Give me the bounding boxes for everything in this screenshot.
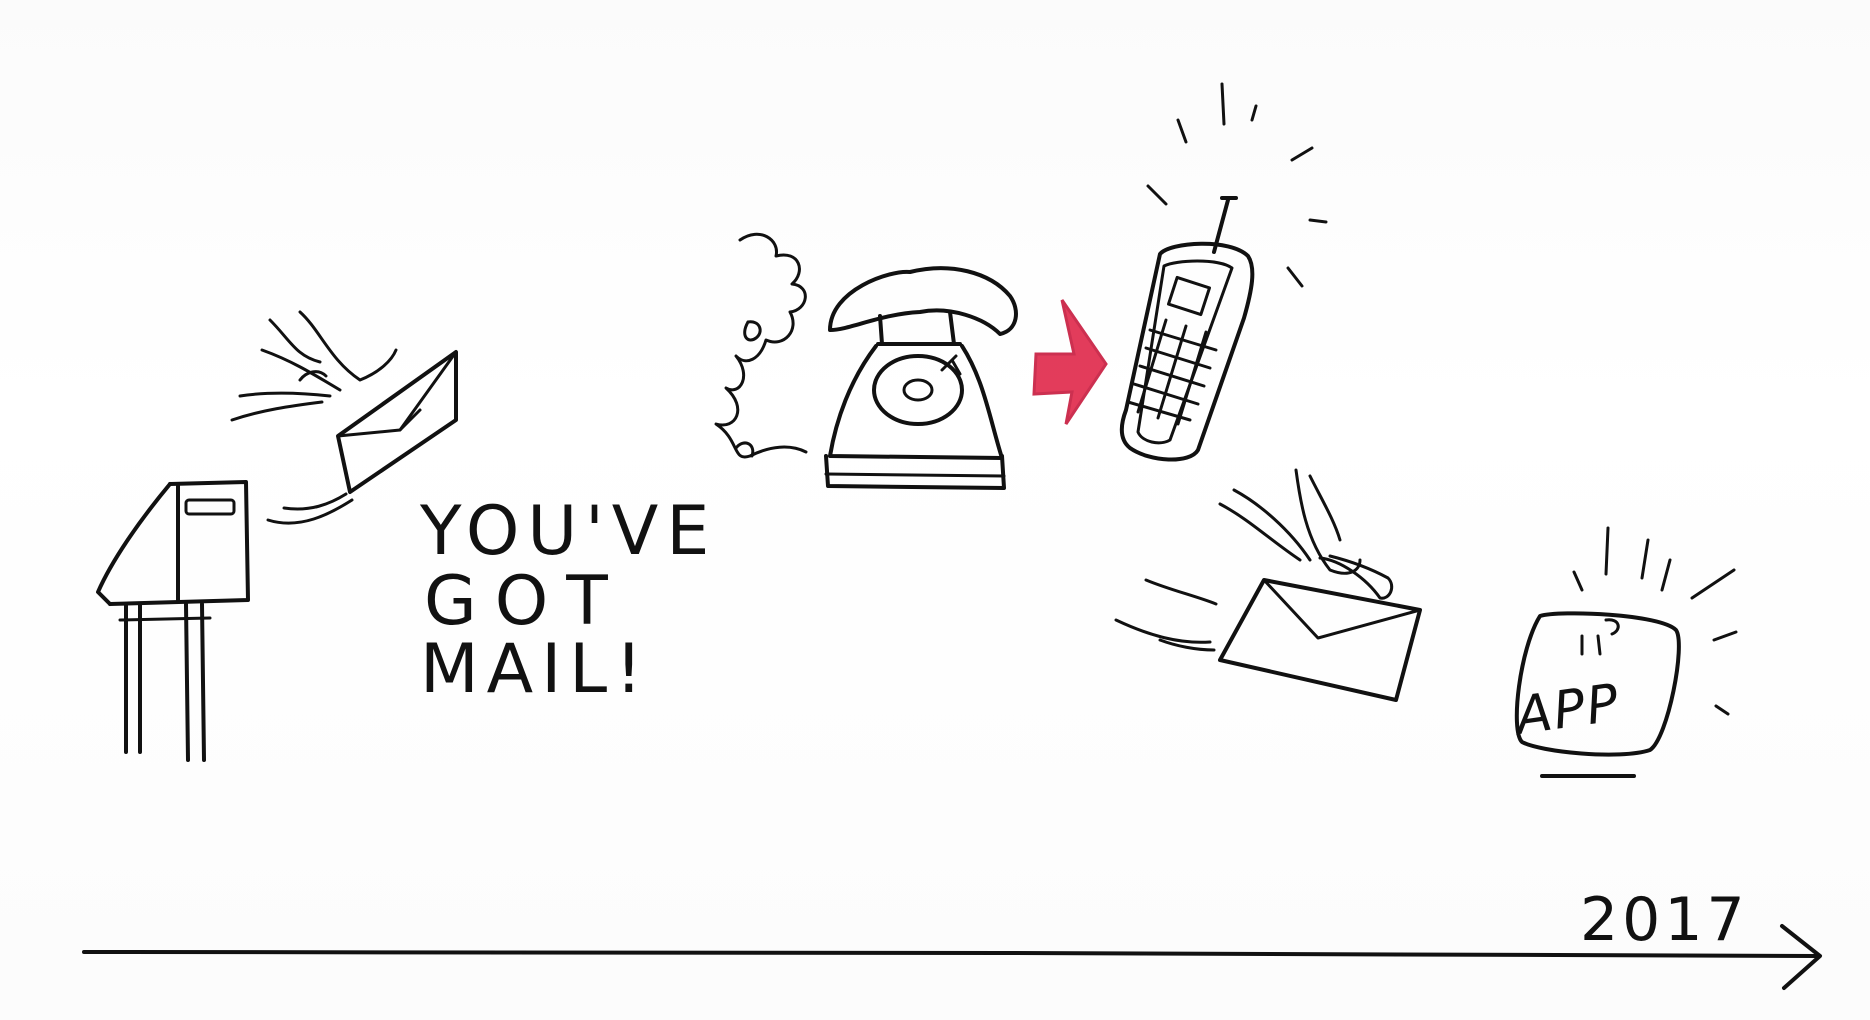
mail-text-line-2: GOT [424, 568, 626, 636]
year-label: 2017 [1580, 890, 1749, 950]
timeline-arrow [84, 926, 1820, 988]
phone-cord-icon [716, 234, 806, 457]
mail-text-line-1: YOU'VE [420, 498, 717, 566]
flying-envelope-icon [1116, 470, 1420, 700]
red-arrow-icon [1034, 300, 1106, 424]
app-label: APP [1513, 677, 1624, 743]
mail-text-line-3: MAIL! [420, 636, 650, 704]
mobile-phone-icon [1122, 84, 1326, 460]
rotary-phone-icon [826, 268, 1016, 488]
mailbox-icon [98, 482, 248, 760]
